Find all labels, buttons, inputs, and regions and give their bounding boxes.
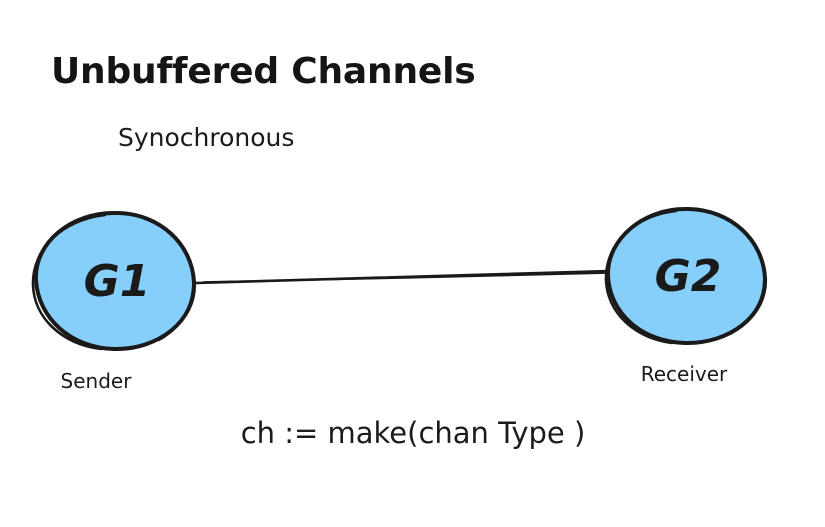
channel-declaration-code: ch := make(chan Type )	[240, 416, 586, 450]
node-g2-role-label: Receiver	[640, 362, 728, 386]
node-g1-outline-tail	[141, 216, 195, 342]
node-g1-label: G1	[83, 256, 151, 307]
node-g1-role-label: Sender	[60, 369, 132, 393]
connection-stroke-a	[194, 269, 611, 285]
subtitle-label: Synochronous	[118, 123, 295, 152]
channel-connection-line[interactable]	[194, 269, 611, 285]
node-g2-label: G2	[654, 251, 722, 302]
node-g2-outline-tail	[712, 212, 766, 336]
connection-stroke-b	[203, 272, 607, 283]
page-title: Unbuffered Channels	[51, 51, 476, 92]
